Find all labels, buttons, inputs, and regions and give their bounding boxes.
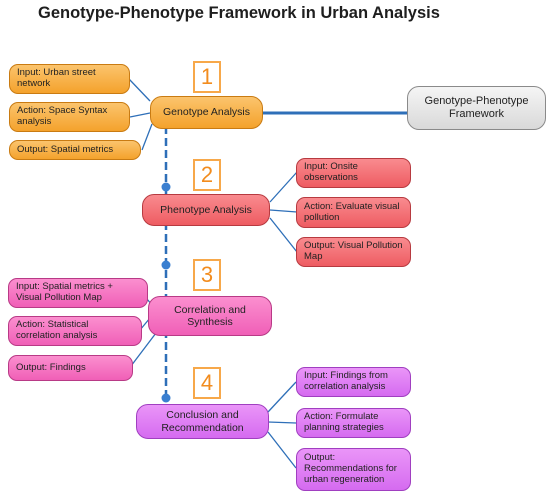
step-1-genotype-analysis: Genotype Analysis bbox=[150, 96, 263, 129]
step-4-input: Input: Findings from correlation analysi… bbox=[296, 367, 411, 397]
step-1-output: Output: Spatial metrics bbox=[9, 140, 141, 160]
step-4-number: 4 bbox=[193, 367, 221, 399]
framework-box: Genotype-Phenotype Framework bbox=[407, 86, 546, 130]
step-4-action: Action: Formulate planning strategies bbox=[296, 408, 411, 438]
step-3-correlation-synthesis: Correlation and Synthesis bbox=[148, 296, 272, 336]
step-2-input: Input: Onsite observations bbox=[296, 158, 411, 188]
step-2-phenotype-analysis: Phenotype Analysis bbox=[142, 194, 270, 226]
step-3-action: Action: Statistical correlation analysis bbox=[8, 316, 142, 346]
step2-links bbox=[269, 171, 298, 253]
step-1-action: Action: Space Syntax analysis bbox=[9, 102, 130, 132]
spine-node-4 bbox=[161, 393, 171, 403]
step-3-number: 3 bbox=[193, 259, 221, 291]
diagram-title: Genotype-Phenotype Framework in Urban An… bbox=[38, 4, 440, 22]
spine-node-3 bbox=[161, 260, 171, 270]
step-3-input: Input: Spatial metrics + Visual Pollutio… bbox=[8, 278, 148, 308]
step-3-output: Output: Findings bbox=[8, 355, 133, 381]
step-4-conclusion-recommendation: Conclusion and Recommendation bbox=[136, 404, 269, 439]
step-1-number: 1 bbox=[193, 61, 221, 93]
step-2-output: Output: Visual Pollution Map bbox=[296, 237, 411, 267]
step1-links bbox=[128, 78, 153, 151]
step-4-output: Output: Recommendations for urban regene… bbox=[296, 448, 411, 491]
step-1-input: Input: Urban street network bbox=[9, 64, 130, 94]
spine-node-2 bbox=[161, 182, 171, 192]
step-2-action: Action: Evaluate visual pollution bbox=[296, 197, 411, 228]
step4-links bbox=[267, 381, 297, 469]
step-2-number: 2 bbox=[193, 159, 221, 191]
